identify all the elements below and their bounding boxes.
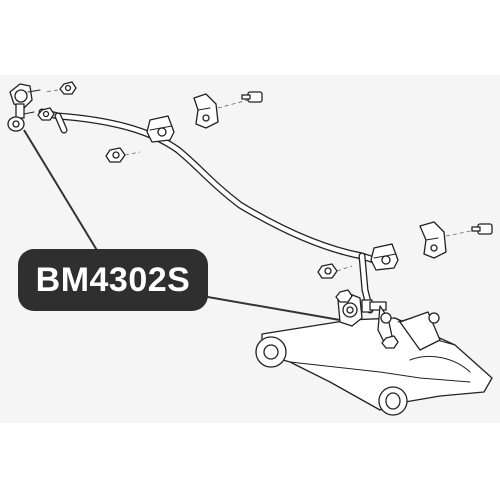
drop-link-right xyxy=(335,289,413,349)
clamp-bracket-left xyxy=(193,93,249,129)
leader-line-left xyxy=(23,129,99,253)
leader-line-right xyxy=(201,295,341,321)
drop-link-left xyxy=(7,83,41,132)
fastener-nut-mid-left xyxy=(37,107,55,121)
bolt-left xyxy=(241,91,263,103)
fastener-nut-right xyxy=(317,263,353,279)
fastener-nut-lower-left xyxy=(105,147,141,163)
trailing-arm xyxy=(255,311,493,416)
anti-roll-bar xyxy=(38,108,384,314)
fastener-nut-top-left xyxy=(43,81,77,95)
clamp-bracket-right xyxy=(419,221,477,259)
bush-right xyxy=(370,243,399,271)
part-number-badge: BM4302S xyxy=(18,249,208,311)
bush-left xyxy=(146,115,175,143)
bolt-right xyxy=(471,223,493,235)
part-number-label: BM4302S xyxy=(35,260,191,299)
